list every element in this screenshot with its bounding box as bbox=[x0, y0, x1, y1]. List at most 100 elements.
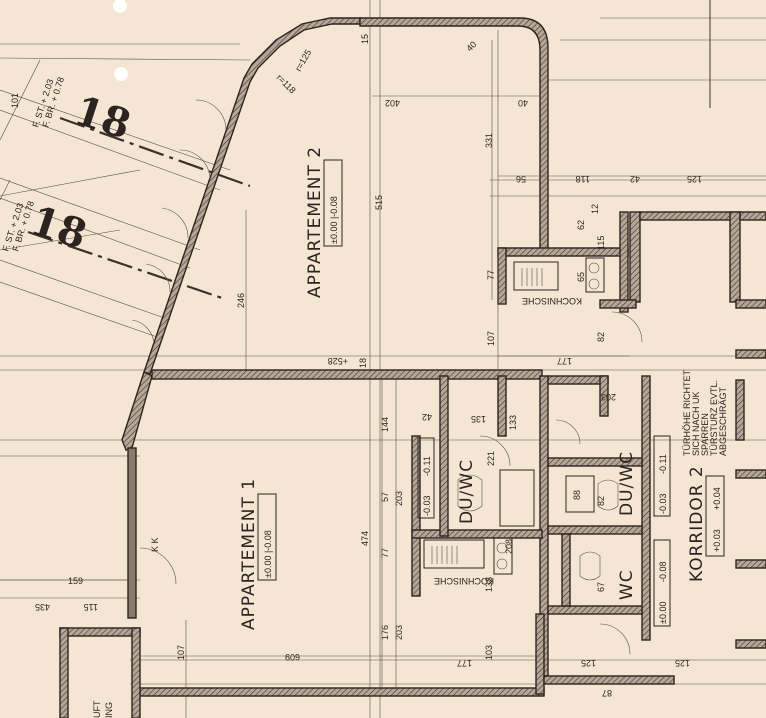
punch-hole bbox=[113, 0, 127, 13]
bottom-wall-right bbox=[535, 613, 545, 695]
svg-text:ABGESCHRÄGT: ABGESCHRÄGT bbox=[718, 386, 728, 456]
lift-label-2: ING bbox=[104, 702, 114, 718]
kitchen2-counter bbox=[423, 539, 485, 569]
svg-text:331: 331 bbox=[484, 133, 494, 148]
wc-wall-left bbox=[561, 533, 571, 607]
wall-segment bbox=[735, 299, 766, 309]
bottom-wall-right2 bbox=[543, 675, 675, 685]
lift-wall-top bbox=[59, 627, 141, 637]
svg-text:609: 609 bbox=[285, 652, 300, 662]
corridor-wall-right bbox=[729, 211, 741, 303]
wc-level-a: ±0.00 bbox=[658, 602, 668, 624]
du-wc-left-level-b: -0.11 bbox=[422, 456, 432, 476]
kitchen-wall-top bbox=[497, 247, 629, 257]
toilet-right bbox=[597, 479, 619, 511]
stove-2 bbox=[493, 537, 513, 575]
svg-text:77: 77 bbox=[486, 270, 496, 280]
kitchen-bottom-label: KOCHNISCHE bbox=[434, 576, 494, 586]
svg-text:115: 115 bbox=[84, 602, 98, 612]
svg-text:SPARREN: SPARREN bbox=[700, 413, 710, 456]
hob-ring bbox=[496, 542, 508, 554]
svg-text:42: 42 bbox=[422, 412, 432, 422]
wc-name: WC bbox=[617, 569, 637, 600]
shower-tray-right bbox=[565, 475, 595, 513]
svg-text:435: 435 bbox=[35, 602, 50, 612]
svg-text:56: 56 bbox=[516, 174, 526, 184]
svg-text:12: 12 bbox=[590, 204, 600, 214]
corridor-wall-far bbox=[739, 211, 766, 221]
bath-wall-mid bbox=[547, 457, 643, 467]
svg-text:TÜRHÖHE RICHTET: TÜRHÖHE RICHTET bbox=[682, 370, 692, 456]
svg-text:125: 125 bbox=[675, 658, 690, 668]
svg-text:103: 103 bbox=[484, 645, 494, 660]
bath-wall-top bbox=[547, 375, 609, 385]
stair-runs bbox=[0, 59, 231, 339]
svg-text:88: 88 bbox=[572, 490, 582, 500]
svg-text:18: 18 bbox=[358, 358, 368, 368]
svg-text:125: 125 bbox=[581, 658, 596, 668]
kitchen-wall-left bbox=[497, 247, 507, 305]
hob-ring bbox=[496, 558, 508, 570]
shower-tray bbox=[499, 469, 535, 527]
stove bbox=[585, 257, 605, 293]
bath-wall-seg bbox=[599, 375, 609, 417]
svg-text:15: 15 bbox=[360, 34, 370, 44]
svg-text:515: 515 bbox=[374, 195, 384, 210]
door-height-note: TÜRHÖHE RICHTET SICH NACH UK SPARREN TÜR… bbox=[682, 370, 728, 456]
du-wc-right-level-b: -0.11 bbox=[658, 454, 668, 474]
kitchen-top-label: KOCHNISCHE bbox=[522, 296, 582, 306]
svg-text:62: 62 bbox=[576, 220, 586, 230]
corridor-level-a: +0.03 bbox=[712, 529, 722, 552]
kitchen2-sink-lines bbox=[431, 546, 458, 564]
dimension-lines bbox=[0, 30, 766, 690]
bath-wall-right bbox=[641, 375, 651, 641]
corridor-level-box bbox=[705, 475, 725, 557]
svg-text:208: 208 bbox=[504, 539, 514, 554]
apartment-2-name: APPARTEMENT 2 bbox=[305, 146, 325, 298]
svg-text:107: 107 bbox=[486, 331, 496, 346]
svg-text:+528: +528 bbox=[328, 356, 348, 366]
wall-segment bbox=[599, 299, 637, 309]
svg-text:101: 101 bbox=[10, 93, 20, 108]
hob-ring bbox=[588, 262, 600, 274]
exterior-wall-apartment-1 bbox=[127, 447, 137, 619]
lift-label-1: UFT bbox=[92, 700, 102, 718]
svg-text:SICH NACH UK: SICH NACH UK bbox=[691, 391, 701, 456]
wc-level-box bbox=[653, 539, 671, 627]
svg-text:82: 82 bbox=[596, 332, 606, 342]
kitchen-hob-lines bbox=[521, 268, 543, 286]
apartment-2-level: ±0.00 |-0.08 bbox=[329, 196, 339, 244]
svg-text:82: 82 bbox=[596, 496, 606, 506]
svg-text:203: 203 bbox=[601, 392, 616, 402]
partition-wall-apartments bbox=[151, 369, 543, 380]
apartment-1-level: ±0.00 |-0.08 bbox=[263, 530, 273, 578]
svg-text:159: 159 bbox=[68, 576, 83, 586]
svg-text:138: 138 bbox=[484, 577, 494, 592]
svg-text:42: 42 bbox=[630, 174, 640, 184]
svg-text:176: 176 bbox=[380, 625, 390, 640]
bath-wall-mid2 bbox=[547, 525, 643, 535]
du-wc-left-level-a: -0.03 bbox=[422, 495, 432, 516]
svg-text:177: 177 bbox=[457, 658, 472, 668]
apartment-1-name: APPARTEMENT 1 bbox=[239, 478, 259, 630]
svg-text:57: 57 bbox=[380, 492, 390, 502]
bath-left-wall bbox=[411, 435, 421, 597]
svg-text:107: 107 bbox=[176, 645, 186, 660]
svg-text:246: 246 bbox=[236, 293, 246, 308]
kitchen-sink bbox=[513, 261, 559, 291]
dimension-labels: 402 515 246 +528 331 77 107 474 144 57 2… bbox=[10, 34, 702, 698]
svg-text:402: 402 bbox=[385, 98, 400, 108]
du-wc-left-name: DU/WC bbox=[457, 459, 477, 524]
du-wc-right-name: DU/WC bbox=[617, 451, 637, 516]
exterior-wall-diagonal bbox=[143, 17, 361, 375]
door-swings bbox=[131, 99, 643, 655]
bath-left-partition bbox=[439, 375, 449, 537]
svg-text:221: 221 bbox=[486, 451, 496, 466]
kitchen2-wall-top bbox=[411, 529, 543, 539]
svg-text:65: 65 bbox=[576, 272, 586, 282]
svg-text:TÜRSTURZ EVTL.: TÜRSTURZ EVTL. bbox=[709, 380, 719, 456]
svg-text:125: 125 bbox=[687, 174, 702, 184]
svg-text:87: 87 bbox=[602, 688, 612, 698]
svg-text:40: 40 bbox=[518, 98, 528, 108]
